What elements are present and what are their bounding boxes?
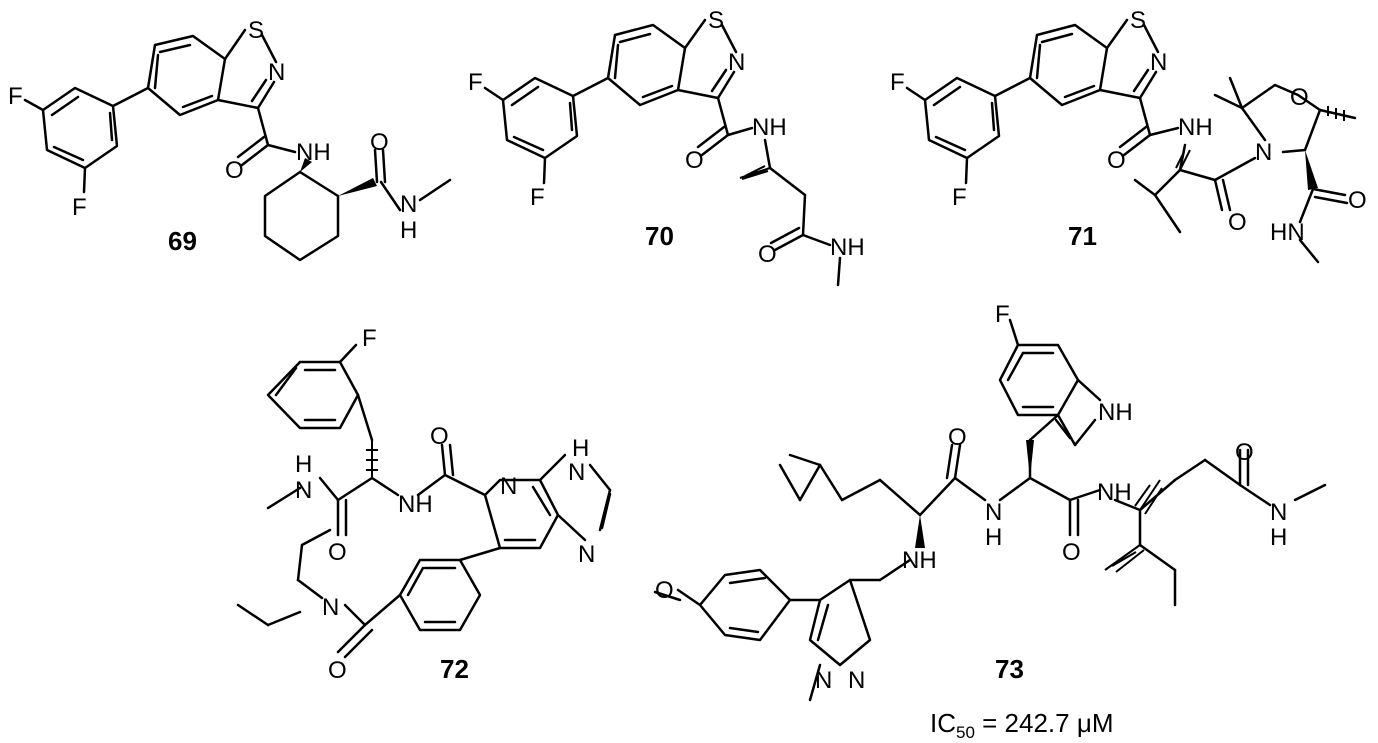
atom-h: H [572,435,589,462]
atom-nh: NH [296,139,331,166]
compound-label-71: 71 [1068,221,1097,251]
atom-n: N [985,499,1002,526]
atom-h: H [295,451,312,478]
atom-o: O [685,147,704,174]
atom-n: N [400,191,417,218]
ic50-subscript: 50 [956,723,975,742]
atom-n: N [578,541,595,568]
atom-s: S [708,7,724,34]
atom-nh: NH [830,234,865,261]
atom-f: F [952,184,967,211]
atom-n: N [295,477,312,504]
atom-s: S [248,17,264,44]
atom-hn: HN [1270,219,1305,246]
atom-o: O [328,657,347,684]
atom-nh: NH [1097,479,1132,506]
compound-label-70: 70 [645,221,674,251]
atom-o: O [948,424,967,451]
atom-o: O [430,423,449,450]
compound-label-72: 72 [440,654,469,684]
atom-o: O [758,241,777,268]
atom-s: S [1130,7,1146,34]
atom-n: N [322,594,339,621]
atom-n: N [1150,49,1167,76]
atom-o: O [655,577,674,604]
ic50-annotation: IC50 = 242.7 μM [930,708,1113,742]
atom-o: O [1107,147,1126,174]
atom-h: H [1270,524,1287,551]
atom-n: N [268,59,285,86]
compound-72 [236,343,612,659]
atom-n: N [728,49,745,76]
compound-69 [23,28,452,262]
compound-label-69: 69 [168,226,197,256]
atom-n: N [815,667,832,694]
atom-n: N [568,459,585,486]
compound-70 [483,18,842,287]
atom-f: F [890,69,905,96]
atom-o: O [1062,539,1081,566]
atom-nh: NH [902,547,937,574]
atom-f: F [362,325,377,352]
atom-o: O [328,539,347,566]
atom-o: O [1228,209,1247,236]
atom-nh: NH [1098,399,1133,426]
atom-h: H [400,217,417,244]
compound-73 [653,318,1327,702]
ic50-label: IC [930,708,956,738]
atom-o: O [225,157,244,184]
ic50-value: = 242.7 μM [975,708,1114,738]
atom-nh: NH [1178,114,1213,141]
atom-n: N [848,667,865,694]
atom-n: N [1270,499,1287,526]
compound-label-73: 73 [995,654,1024,684]
atom-nh: NH [752,114,787,141]
atom-o: O [370,129,389,156]
compound-71 [905,18,1357,264]
atom-o: O [1290,84,1309,111]
atom-f: F [8,83,23,110]
atom-f: F [468,69,483,96]
atom-n: N [1255,139,1272,166]
atom-n: N [500,473,517,500]
atom-nh: NH [398,491,433,518]
atom-h: H [985,524,1002,551]
atom-f: F [72,194,87,221]
atom-o: O [1348,187,1367,214]
atom-o: O [1235,439,1254,466]
atom-f: F [530,184,545,211]
atom-f: F [995,301,1010,328]
